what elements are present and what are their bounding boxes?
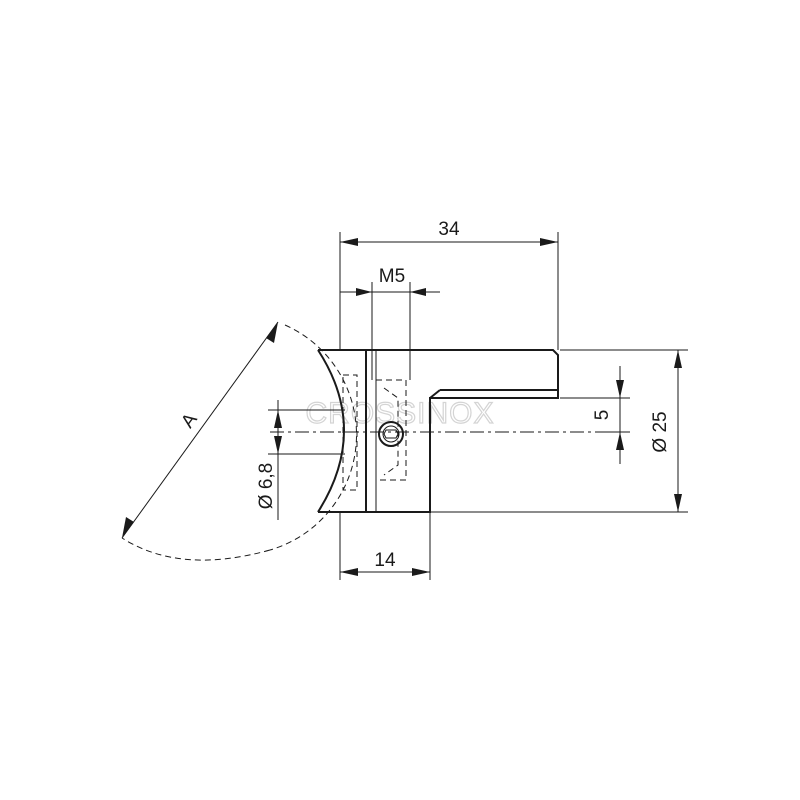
dim-dia-25: Ø 25 — [430, 349, 688, 513]
tube-outline — [121, 324, 357, 561]
dim-5: 5 — [560, 366, 630, 464]
label-slot: 5 — [592, 410, 613, 421]
dim-dia-6-8: Ø 6,8 — [256, 400, 345, 520]
label-diameter-outer: Ø 25 — [650, 411, 671, 452]
label-radius: A — [177, 409, 202, 432]
dim-m5: M5 — [340, 266, 440, 380]
label-overall-length: 34 — [438, 219, 460, 240]
dim-34: 34 — [339, 219, 559, 350]
set-screw — [378, 421, 404, 447]
clamp-body — [318, 349, 559, 513]
dim-14: 14 — [339, 512, 431, 580]
label-diameter-hole: Ø 6,8 — [256, 463, 277, 509]
label-thread: M5 — [379, 266, 405, 287]
dim-a: A — [121, 321, 279, 539]
label-depth: 14 — [374, 550, 396, 571]
